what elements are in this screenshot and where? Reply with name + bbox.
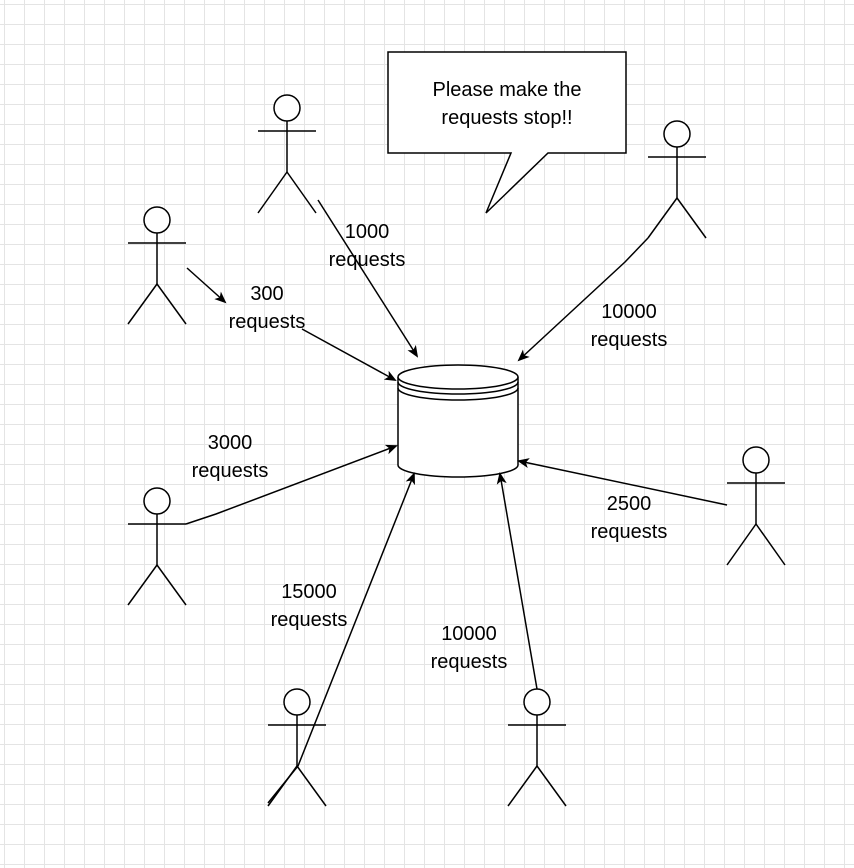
label-3000-requests: 3000 requests [165,429,295,485]
label-unit: requests [270,609,348,631]
label-unit: requests [328,249,406,271]
arrow-bottom-left-to-db [267,472,415,804]
label-unit: requests [191,460,269,482]
arrow-left-top-to-db [301,328,397,381]
actor-left-bottom-icon [127,487,187,606]
speech-bubble [387,51,627,214]
speech-bubble-line-2: requests stop!! [441,107,573,129]
arrow-right-top-to-db [517,237,649,362]
arrow-bottom-right-to-db [496,472,538,690]
label-unit: requests [590,329,668,351]
label-count: 2500 [606,493,652,515]
label-300-requests: 300 requests [202,280,332,336]
label-count: 3000 [207,432,253,454]
label-1000-requests: 1000 requests [302,218,432,274]
label-count: 10000 [601,301,657,323]
label-15000-requests: 15000 requests [244,578,374,634]
arrow-top-to-db [317,199,419,358]
actor-bottom-right-icon [507,688,567,807]
label-10000-requests-right: 10000 requests [564,298,694,354]
label-10000-requests-bottom: 10000 requests [404,620,534,676]
actor-bottom-left-icon [267,688,327,807]
label-unit: requests [228,311,306,333]
label-count: 15000 [281,581,337,603]
arrow-right-bottom-to-db [517,458,728,506]
actor-right-bottom-icon [726,446,786,566]
actor-left-top-icon [127,206,187,325]
label-2500-requests: 2500 requests [564,490,694,546]
label-count: 10000 [441,623,497,645]
speech-bubble-text: Please make the requests stop!! [388,76,626,132]
actor-top-icon [257,94,317,214]
actor-right-top-icon [647,120,707,239]
label-count: 300 [250,283,284,305]
database-icon [397,364,519,478]
label-unit: requests [590,521,668,543]
arrow-left-top-short [186,267,227,304]
label-unit: requests [430,651,508,673]
arrow-left-bottom-to-db [185,444,398,525]
label-count: 1000 [344,221,390,243]
speech-bubble-line-1: Please make the [432,79,582,101]
